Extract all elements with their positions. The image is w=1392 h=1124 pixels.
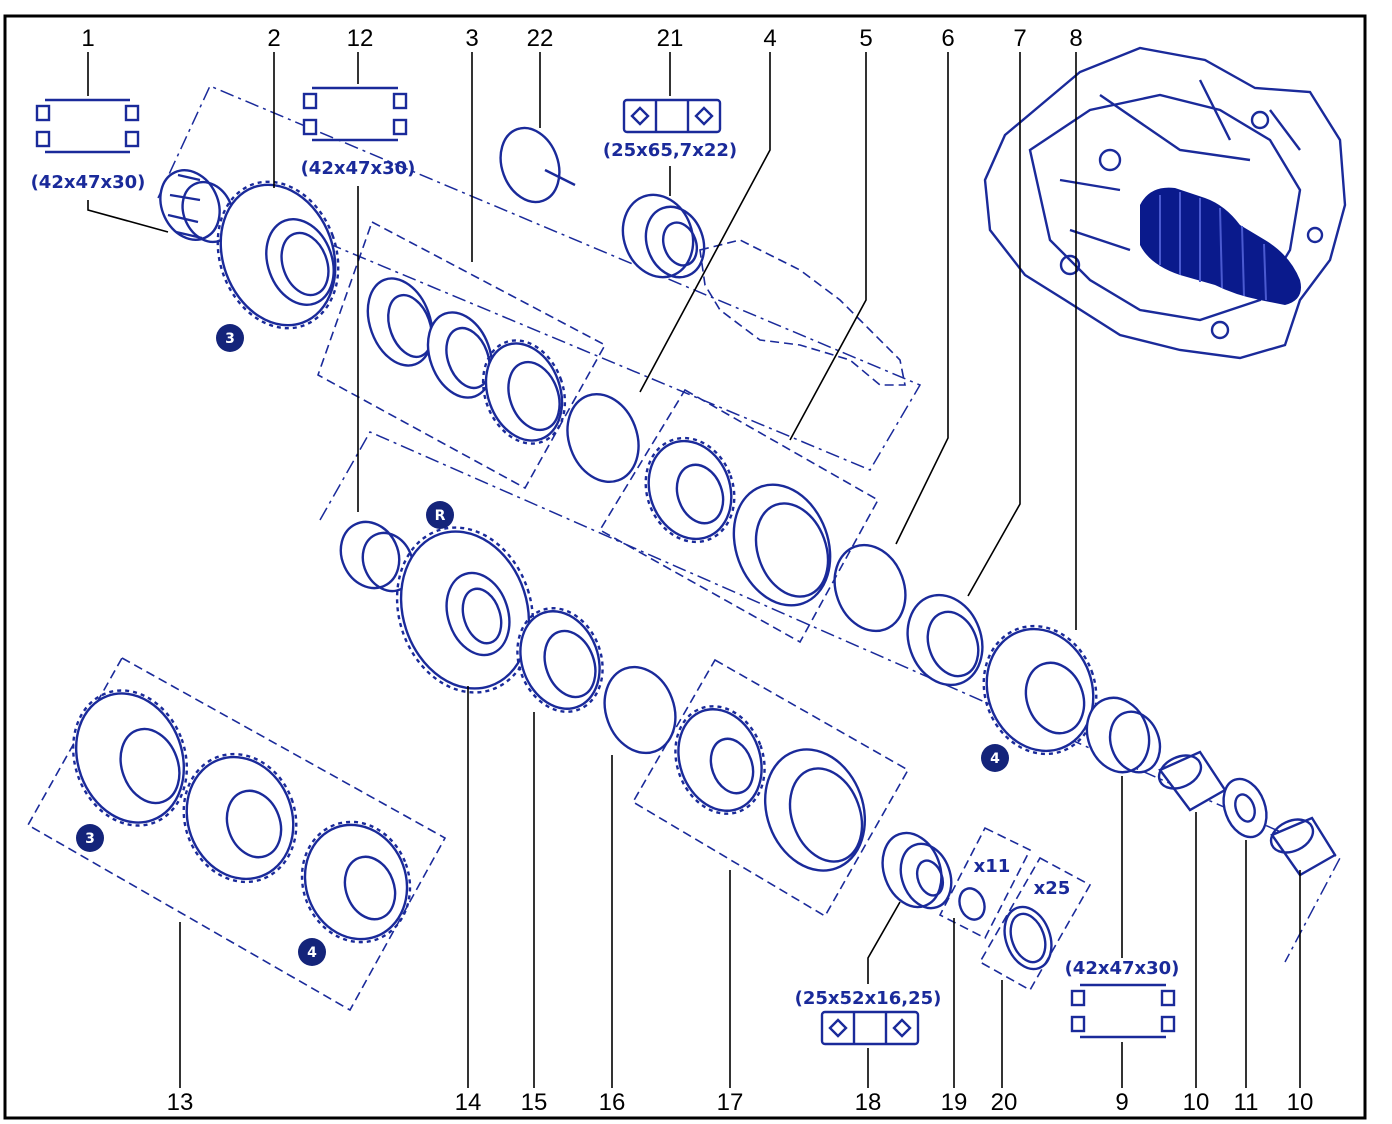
dimension-label-21: (25x65,7x22) — [603, 140, 737, 161]
part-21-ball-bearing — [621, 193, 706, 279]
part-9-needle-bearing — [1085, 696, 1162, 774]
callout-18: 18 — [855, 1089, 882, 1116]
input-shaft-outline — [699, 239, 906, 386]
part-16-circlip — [603, 665, 677, 755]
diagram-border — [3, 14, 1367, 1120]
transmission-overview-illustration — [983, 46, 1347, 360]
part-19-snap-ring — [958, 887, 986, 921]
callout-7: 7 — [1013, 25, 1026, 52]
svg-text:R: R — [435, 508, 446, 524]
part-14-reverse-gear — [395, 526, 535, 694]
callout-9: 9 — [1115, 1089, 1128, 1116]
svg-text:3: 3 — [225, 331, 235, 347]
callout-2: 2 — [267, 25, 280, 52]
needle-bearing-symbol-12 — [302, 86, 408, 142]
gear-badge-4-set: 4 — [298, 938, 326, 966]
quantity-label-19: x11 — [974, 856, 1011, 877]
gear-badge-reverse: R — [426, 501, 454, 529]
part-20-shim — [1003, 905, 1053, 971]
part-11-thrust-washer — [1222, 777, 1268, 839]
gear-badge-3-top: 3 — [216, 324, 244, 352]
callout-8: 8 — [1069, 25, 1082, 52]
callout-5: 5 — [859, 25, 872, 52]
callout-22: 22 — [527, 25, 554, 52]
callout-15: 15 — [521, 1089, 548, 1116]
svg-text:4: 4 — [307, 945, 317, 961]
callout-10-b: 10 — [1287, 1089, 1314, 1116]
gear-badge-3-set: 3 — [76, 824, 104, 852]
part-7-synchro-ring — [906, 593, 984, 687]
callout-20: 20 — [991, 1089, 1018, 1116]
callout-numbers: 1 2 12 3 22 21 4 5 6 7 8 13 14 15 16 17 … — [81, 25, 1313, 1116]
needle-bearing-symbol-9 — [1070, 983, 1176, 1039]
callout-1: 1 — [81, 25, 94, 52]
needle-bearing-symbol-1 — [35, 98, 140, 154]
part-5-synchro-hub-sleeve — [644, 436, 832, 607]
callout-12: 12 — [347, 25, 374, 52]
part-2-gear-3 — [216, 180, 340, 330]
part-10-bushing-b — [1269, 816, 1337, 877]
ball-bearing-symbol-21 — [622, 98, 722, 134]
callout-21: 21 — [657, 25, 684, 52]
part-15-synchro-ring — [516, 607, 604, 713]
svg-text:3: 3 — [85, 831, 95, 847]
part-18-ball-bearing — [881, 831, 953, 910]
dimension-label-9: (42x47x30) — [1065, 958, 1180, 979]
part-4-circlip — [566, 392, 640, 484]
callout-14: 14 — [455, 1089, 482, 1116]
dimension-label-12: (42x47x30) — [301, 158, 416, 179]
callout-13: 13 — [167, 1089, 194, 1116]
gear-badge-4-right: 4 — [981, 744, 1009, 772]
leader-lines — [87, 52, 1301, 1088]
ball-bearing-symbol-18 — [820, 1010, 920, 1046]
svg-text:4: 4 — [990, 751, 1000, 767]
part-13-gear-set — [71, 689, 412, 944]
callout-6: 6 — [941, 25, 954, 52]
part-8-gear-4 — [982, 624, 1098, 756]
quantity-label-20: x25 — [1034, 878, 1071, 899]
axis-lines — [157, 85, 1342, 963]
callout-11: 11 — [1234, 1089, 1259, 1116]
part-3-synchro-set — [366, 277, 567, 445]
dimension-label-18: (25x52x16,25) — [795, 988, 942, 1009]
part-10-bushing-a — [1157, 750, 1227, 812]
callout-3: 3 — [465, 25, 478, 52]
part-6-circlip — [833, 543, 907, 633]
part-22-plug — [499, 126, 576, 204]
callout-4: 4 — [763, 25, 776, 52]
callout-10-a: 10 — [1183, 1089, 1210, 1116]
assembly-frames — [26, 220, 1092, 1012]
part-17-synchro-hub-sleeve — [674, 705, 867, 872]
dimension-label-1: (42x47x30) — [31, 172, 146, 193]
callout-16: 16 — [599, 1089, 626, 1116]
callout-17: 17 — [717, 1089, 744, 1116]
callout-19: 19 — [941, 1089, 968, 1116]
